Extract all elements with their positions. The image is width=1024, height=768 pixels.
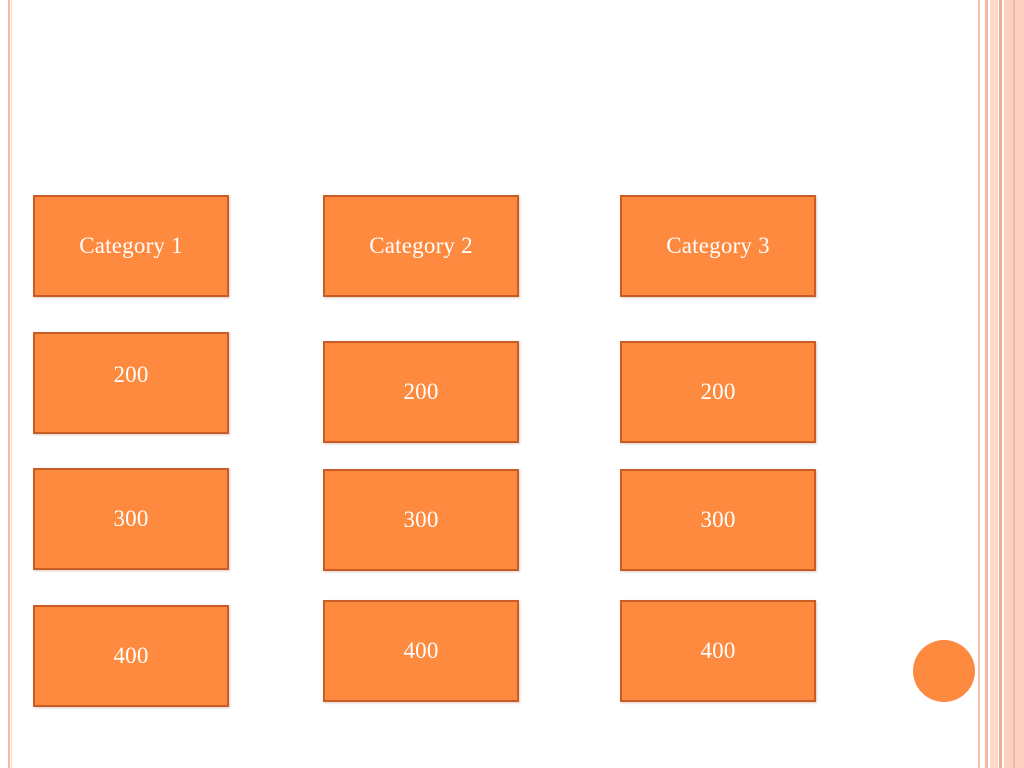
- category-label: Category 1: [79, 233, 183, 258]
- point-value: 300: [403, 507, 439, 532]
- point-value: 300: [113, 506, 149, 531]
- right-decorative-stripe-3: [990, 0, 998, 768]
- left-decorative-stripe: [8, 0, 10, 768]
- category-2-header[interactable]: Category 2: [323, 195, 519, 297]
- category-3-header[interactable]: Category 3: [620, 195, 816, 297]
- point-value: 400: [403, 638, 439, 663]
- point-value: 400: [113, 643, 149, 668]
- point-value: 200: [403, 379, 439, 404]
- category-2-tile-400[interactable]: 400: [323, 600, 519, 702]
- category-2-tile-300[interactable]: 300: [323, 469, 519, 571]
- category-3-tile-200[interactable]: 200: [620, 341, 816, 443]
- category-2-tile-200[interactable]: 200: [323, 341, 519, 443]
- right-decorative-stripe-2: [985, 0, 988, 768]
- point-value: 400: [700, 638, 736, 663]
- category-3-tile-300[interactable]: 300: [620, 469, 816, 571]
- category-label: Category 2: [369, 233, 473, 258]
- category-1-tile-300[interactable]: 300: [33, 468, 229, 570]
- right-decorative-stripe-6: [1013, 0, 1015, 768]
- category-label: Category 3: [666, 233, 770, 258]
- point-value: 200: [113, 362, 149, 387]
- category-3-tile-400[interactable]: 400: [620, 600, 816, 702]
- right-decorative-stripe-4: [999, 0, 1002, 768]
- point-value: 300: [700, 507, 736, 532]
- category-1-tile-400[interactable]: 400: [33, 605, 229, 707]
- decorative-circle: [913, 640, 975, 702]
- category-1-header[interactable]: Category 1: [33, 195, 229, 297]
- right-decorative-stripe-1: [978, 0, 980, 768]
- left-decorative-stripe-thin: [11, 0, 12, 768]
- category-1-tile-200[interactable]: 200: [33, 332, 229, 434]
- point-value: 200: [700, 379, 736, 404]
